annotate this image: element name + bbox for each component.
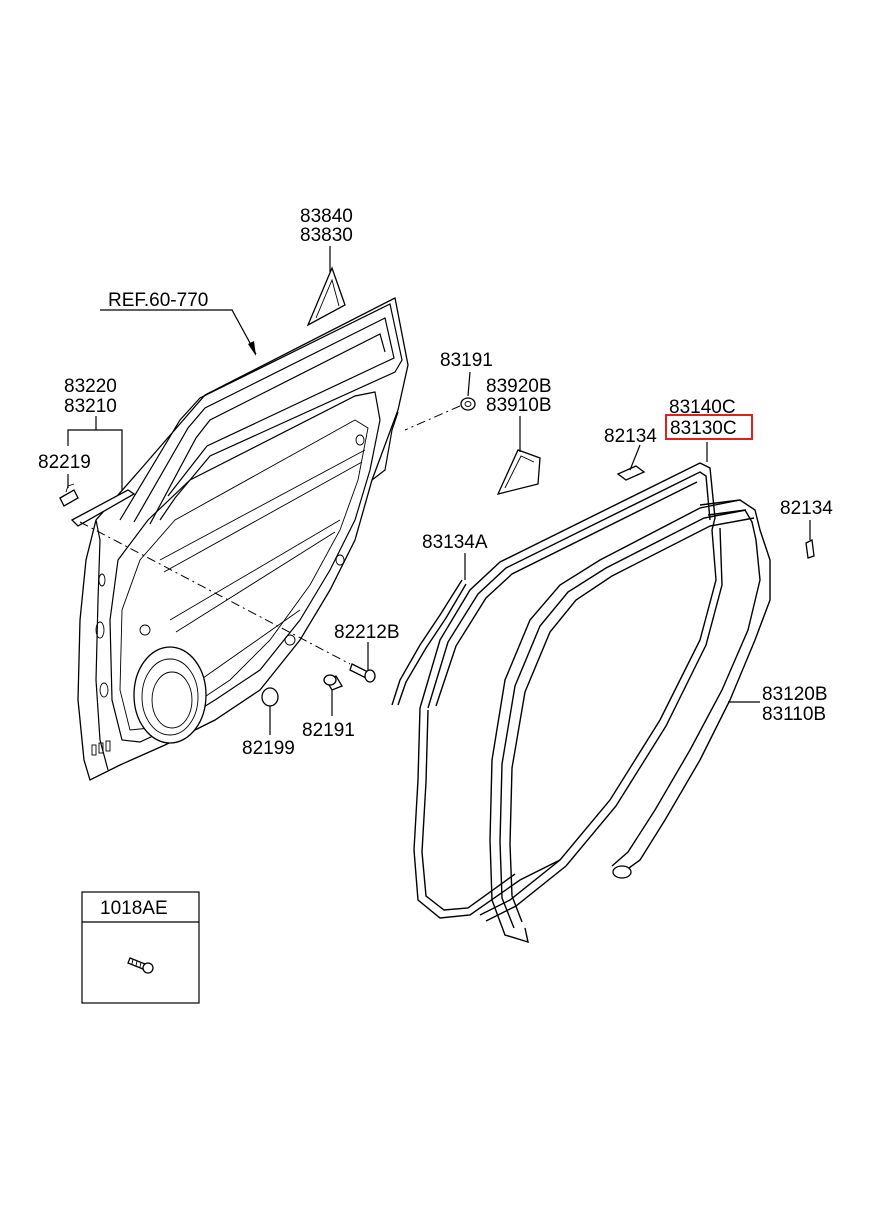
label-83191[interactable]: 83191 [440,350,493,371]
label-82199[interactable]: 82199 [242,738,295,759]
label-83840[interactable]: 83840 [300,206,353,227]
clip-82219-part [59,483,79,507]
label-83140c[interactable]: 83140C [669,397,736,418]
belt-strip-part [70,489,136,527]
label-83134a[interactable]: 83134A [422,532,488,553]
bushing-82191-part [323,674,343,691]
label-82134-left[interactable]: 82134 [604,426,657,447]
label-1018ae[interactable]: 1018AE [100,898,168,919]
strip-83134a-part [391,579,463,706]
corner-garnish-part [306,266,346,327]
highlight-box [665,414,753,440]
label-83210[interactable]: 83210 [64,396,117,417]
screw-1018ae-part [127,957,154,974]
label-82191[interactable]: 82191 [302,720,355,741]
label-83910b[interactable]: 83910B [486,395,552,416]
bolt-82212b-part [349,663,376,683]
pad-82134-right-part [805,539,815,559]
label-83920b[interactable]: 83920B [486,376,552,397]
triangle-cover-part [496,449,541,495]
label-83130c[interactable]: 83130C [670,418,737,439]
label-82212b[interactable]: 82212B [334,622,400,643]
door-panel [77,297,409,781]
label-83220[interactable]: 83220 [64,376,117,397]
label-83110b[interactable]: 83110B [762,704,826,725]
fastener-box: 1018AE [81,891,200,1004]
label-ref[interactable]: REF.60-770 [108,290,208,311]
door-frame-seal-part [419,462,716,709]
leader-lines [67,246,811,735]
label-83120b[interactable]: 83120B [762,684,828,705]
label-82219[interactable]: 82219 [38,452,91,473]
label-83830[interactable]: 83830 [300,225,353,246]
body-seal-part [413,499,771,944]
clip-83191-part [460,397,476,411]
plug-82199-part [261,687,279,707]
label-82134-right[interactable]: 82134 [780,498,833,519]
